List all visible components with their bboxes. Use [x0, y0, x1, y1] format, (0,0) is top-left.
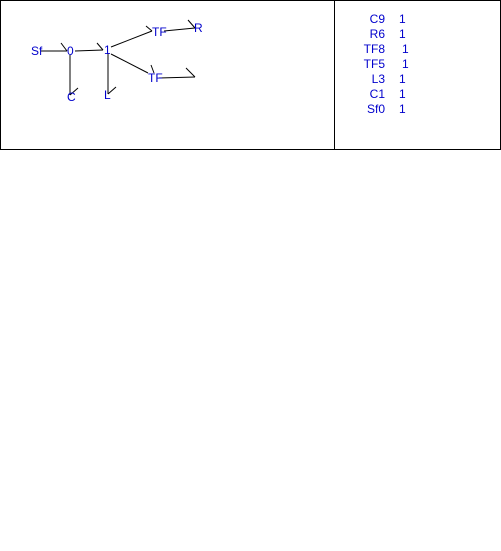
node-label-sf: Sf: [31, 44, 43, 58]
legend-row: R6 1: [335, 27, 500, 42]
legend-row: C9 1: [335, 12, 500, 27]
panel-divider: [334, 1, 335, 149]
legend-row: TF5 1: [335, 57, 500, 72]
legend-count: 1: [399, 27, 406, 41]
legend-name: R6: [369, 27, 385, 41]
legend-name: L3: [371, 72, 385, 86]
node-label-l: L: [104, 88, 111, 102]
bond-tf-r: [163, 27, 196, 32]
node-label-zero-junction: 0: [67, 44, 74, 58]
legend-count: 1: [399, 72, 406, 86]
bond-1-tf-top: [110, 30, 153, 48]
legend-name: Sf0: [366, 102, 385, 116]
bond-tf-open: [158, 76, 196, 79]
node-label-one-junction: 1: [104, 43, 111, 57]
legend-row: C1 1: [335, 87, 500, 102]
legend-name: TF5: [363, 57, 385, 71]
node-label-tf-top: TF: [152, 25, 167, 39]
bond-1-tf-mid-stroke: [150, 64, 155, 74]
legend-count: 1: [402, 42, 409, 56]
legend-count: 1: [402, 57, 409, 71]
bond-1-tf-mid: [110, 53, 149, 74]
diagram-frame: Sf 0 C 1 L TF R TF C9 1 R6 1 TF8 1 TF5 1…: [0, 0, 501, 150]
legend-name: C1: [369, 87, 385, 101]
node-label-r: R: [194, 21, 203, 35]
legend-name: C9: [369, 12, 385, 26]
bond-tf-r-stroke: [187, 19, 196, 29]
bond-tf-open-stroke: [185, 67, 196, 78]
bond-sf-0-stroke: [60, 42, 68, 52]
component-legend: C9 1 R6 1 TF8 1 TF5 1 L3 1 C1 1 Sf0 1: [335, 1, 500, 149]
node-label-c: C: [67, 90, 76, 104]
legend-name: TF8: [363, 42, 385, 56]
legend-count: 1: [399, 102, 406, 116]
legend-count: 1: [399, 12, 406, 26]
legend-row: Sf0 1: [335, 102, 500, 117]
legend-count: 1: [399, 87, 406, 101]
bond-0-1-stroke: [96, 42, 104, 51]
legend-row: TF8 1: [335, 42, 500, 57]
node-label-tf-mid: TF: [148, 71, 163, 85]
bond-1-tf-top-stroke: [145, 25, 153, 32]
bond-graph-canvas: Sf 0 C 1 L TF R TF: [31, 19, 203, 104]
bond-0-c-stroke: [69, 87, 79, 96]
bond-0-1: [74, 49, 104, 52]
legend-row: L3 1: [335, 72, 500, 87]
bond-1-l-stroke: [107, 86, 117, 95]
